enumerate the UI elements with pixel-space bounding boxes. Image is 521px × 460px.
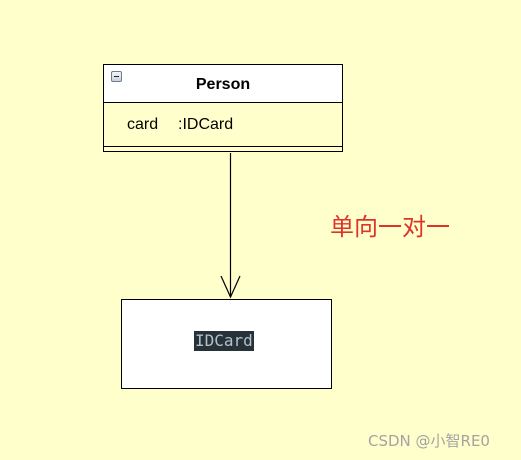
person-attribute-compartment: card :IDCard xyxy=(104,103,342,147)
relationship-annotation: 单向一对一 xyxy=(330,213,450,241)
attribute-type: :IDCard xyxy=(178,116,234,133)
arrowhead xyxy=(220,275,241,299)
attribute-name: card xyxy=(127,116,159,133)
person-class-header: Person xyxy=(104,65,342,103)
idcard-class-name: IDCard xyxy=(194,331,254,351)
collapse-minus-icon[interactable] xyxy=(111,71,122,82)
idcard-class-box[interactable]: IDCard xyxy=(121,299,332,389)
watermark: CSDN @小智RE0 xyxy=(368,432,490,450)
person-class-name: Person xyxy=(195,76,251,93)
person-class-box[interactable]: Person card :IDCard xyxy=(103,64,343,152)
